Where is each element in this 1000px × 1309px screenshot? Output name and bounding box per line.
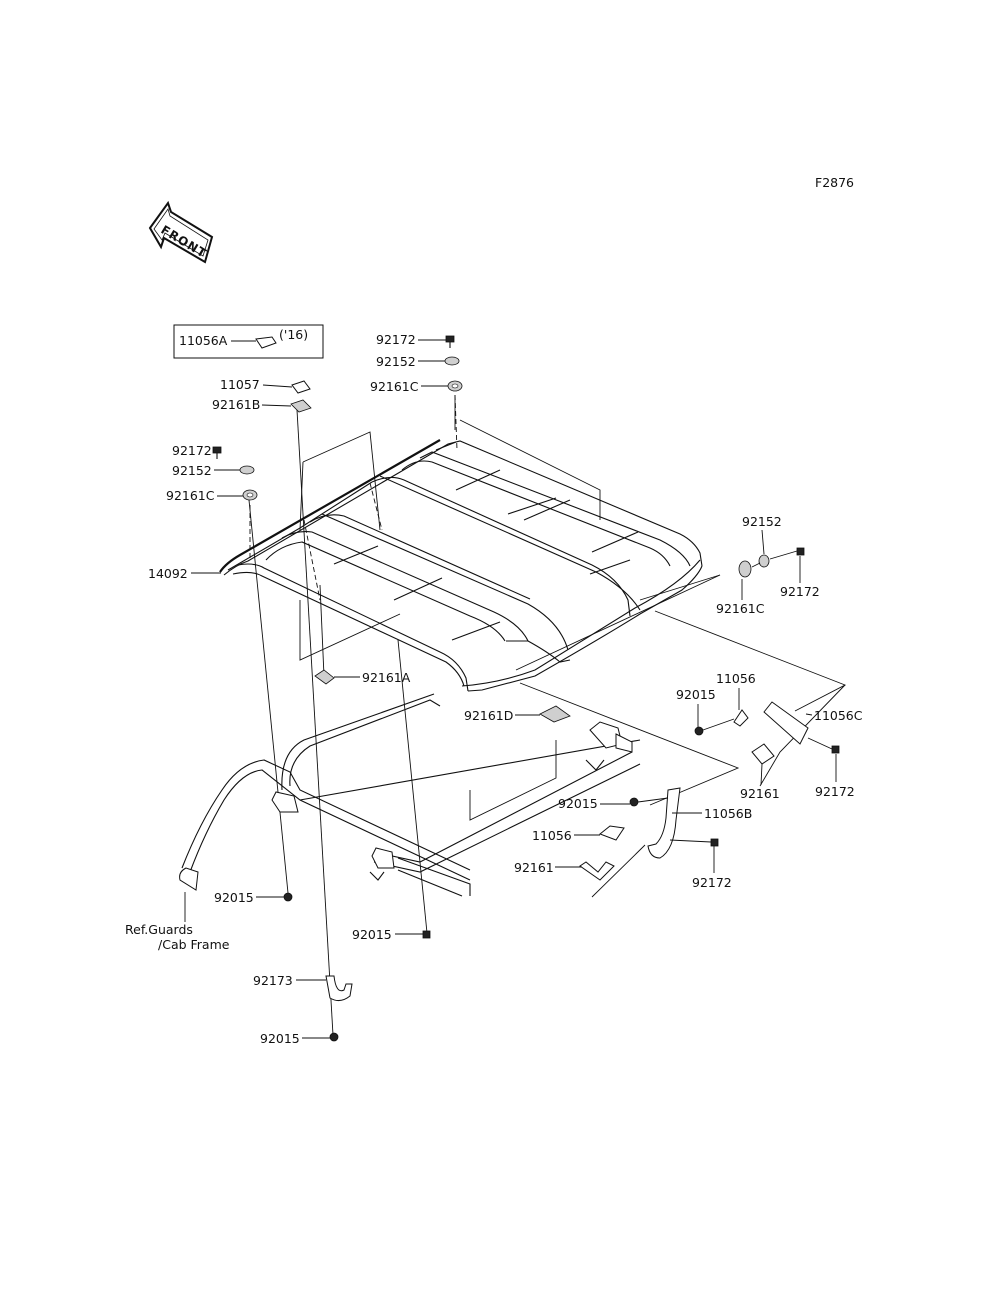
callout-92015-c: 92015 <box>260 1031 300 1046</box>
washer-92152-top <box>444 356 460 366</box>
callout-92161-lower: 92161 <box>514 860 554 875</box>
clamp-92173 <box>325 975 353 1002</box>
callout-92161a: 92161A <box>362 670 411 685</box>
nut-92015-c <box>329 1032 339 1042</box>
callout-92172-left: 92172 <box>172 443 212 458</box>
front-arrow-icon: FRONT <box>148 200 214 264</box>
pad-92161a <box>314 669 335 685</box>
pad-92161b <box>290 399 312 413</box>
cab-frame <box>179 693 641 897</box>
callout-92015-b: 92015 <box>352 927 392 942</box>
roof-guide-lines <box>249 394 721 671</box>
callout-92173: 92173 <box>253 973 293 988</box>
washer-92152-right <box>758 554 770 568</box>
reference-note-line1: Ref.Guards <box>125 922 193 937</box>
boxed-note-part: 11056A <box>179 333 228 348</box>
callout-92161b: 92161B <box>212 397 260 412</box>
callout-92172-right: 92172 <box>780 584 820 599</box>
callout-11056b: 11056B <box>704 806 752 821</box>
bracket-11056c <box>763 701 809 745</box>
callout-92152-top: 92152 <box>376 354 416 369</box>
boxed-note-11056a: 11056A ('16) <box>173 324 324 359</box>
callout-92015-lower: 92015 <box>558 796 598 811</box>
callout-92161c-right: 92161C <box>716 601 765 616</box>
boxed-note-year: ('16) <box>279 327 308 342</box>
callout-92015-right: 92015 <box>676 687 716 702</box>
grommet-92161c-right <box>738 560 752 578</box>
bolt-92172-bracket <box>831 745 840 754</box>
nut-92015-lower <box>629 797 639 807</box>
callout-92152-right: 92152 <box>742 514 782 529</box>
callout-92152-left: 92152 <box>172 463 212 478</box>
bracket-11057 <box>291 380 311 394</box>
nut-92015-right <box>694 726 704 736</box>
pad-92161-right <box>751 743 775 765</box>
callout-11056-right: 11056 <box>716 671 756 686</box>
pad-92161-lower <box>579 861 615 881</box>
callout-92172-lower: 92172 <box>692 875 732 890</box>
nut-92015-a <box>283 892 293 902</box>
washer-92152-left <box>239 465 255 475</box>
callout-92161c-top: 92161C <box>370 379 419 394</box>
bolt-92172-right <box>796 547 805 556</box>
bolt-92172-left <box>212 446 222 454</box>
callout-11057: 11057 <box>220 377 260 392</box>
callout-92161c-left: 92161C <box>166 488 215 503</box>
callout-92172-top: 92172 <box>376 332 416 347</box>
hardware-parts <box>212 335 840 1042</box>
bolt-92172-lower <box>710 838 719 847</box>
bracket-11056-lower <box>599 825 625 841</box>
callout-92161d: 92161D <box>464 708 513 723</box>
bolt-92172-top <box>445 335 455 343</box>
callout-92015-a: 92015 <box>214 890 254 905</box>
callout-11056c: 11056C <box>814 708 863 723</box>
roof-panel <box>219 439 703 692</box>
callout-leaders <box>191 339 837 1039</box>
callout-92172-bracket: 92172 <box>815 784 855 799</box>
callout-14092: 14092 <box>148 566 188 581</box>
callout-11056-lower: 11056 <box>532 828 572 843</box>
nut-92015-b <box>422 930 431 939</box>
pad-92161d <box>539 705 571 723</box>
reference-note-line2: /Cab Frame <box>158 937 230 952</box>
callout-92161-right: 92161 <box>740 786 780 801</box>
figure-code: F2876 <box>815 175 854 190</box>
bracket-11056-right <box>733 709 749 727</box>
